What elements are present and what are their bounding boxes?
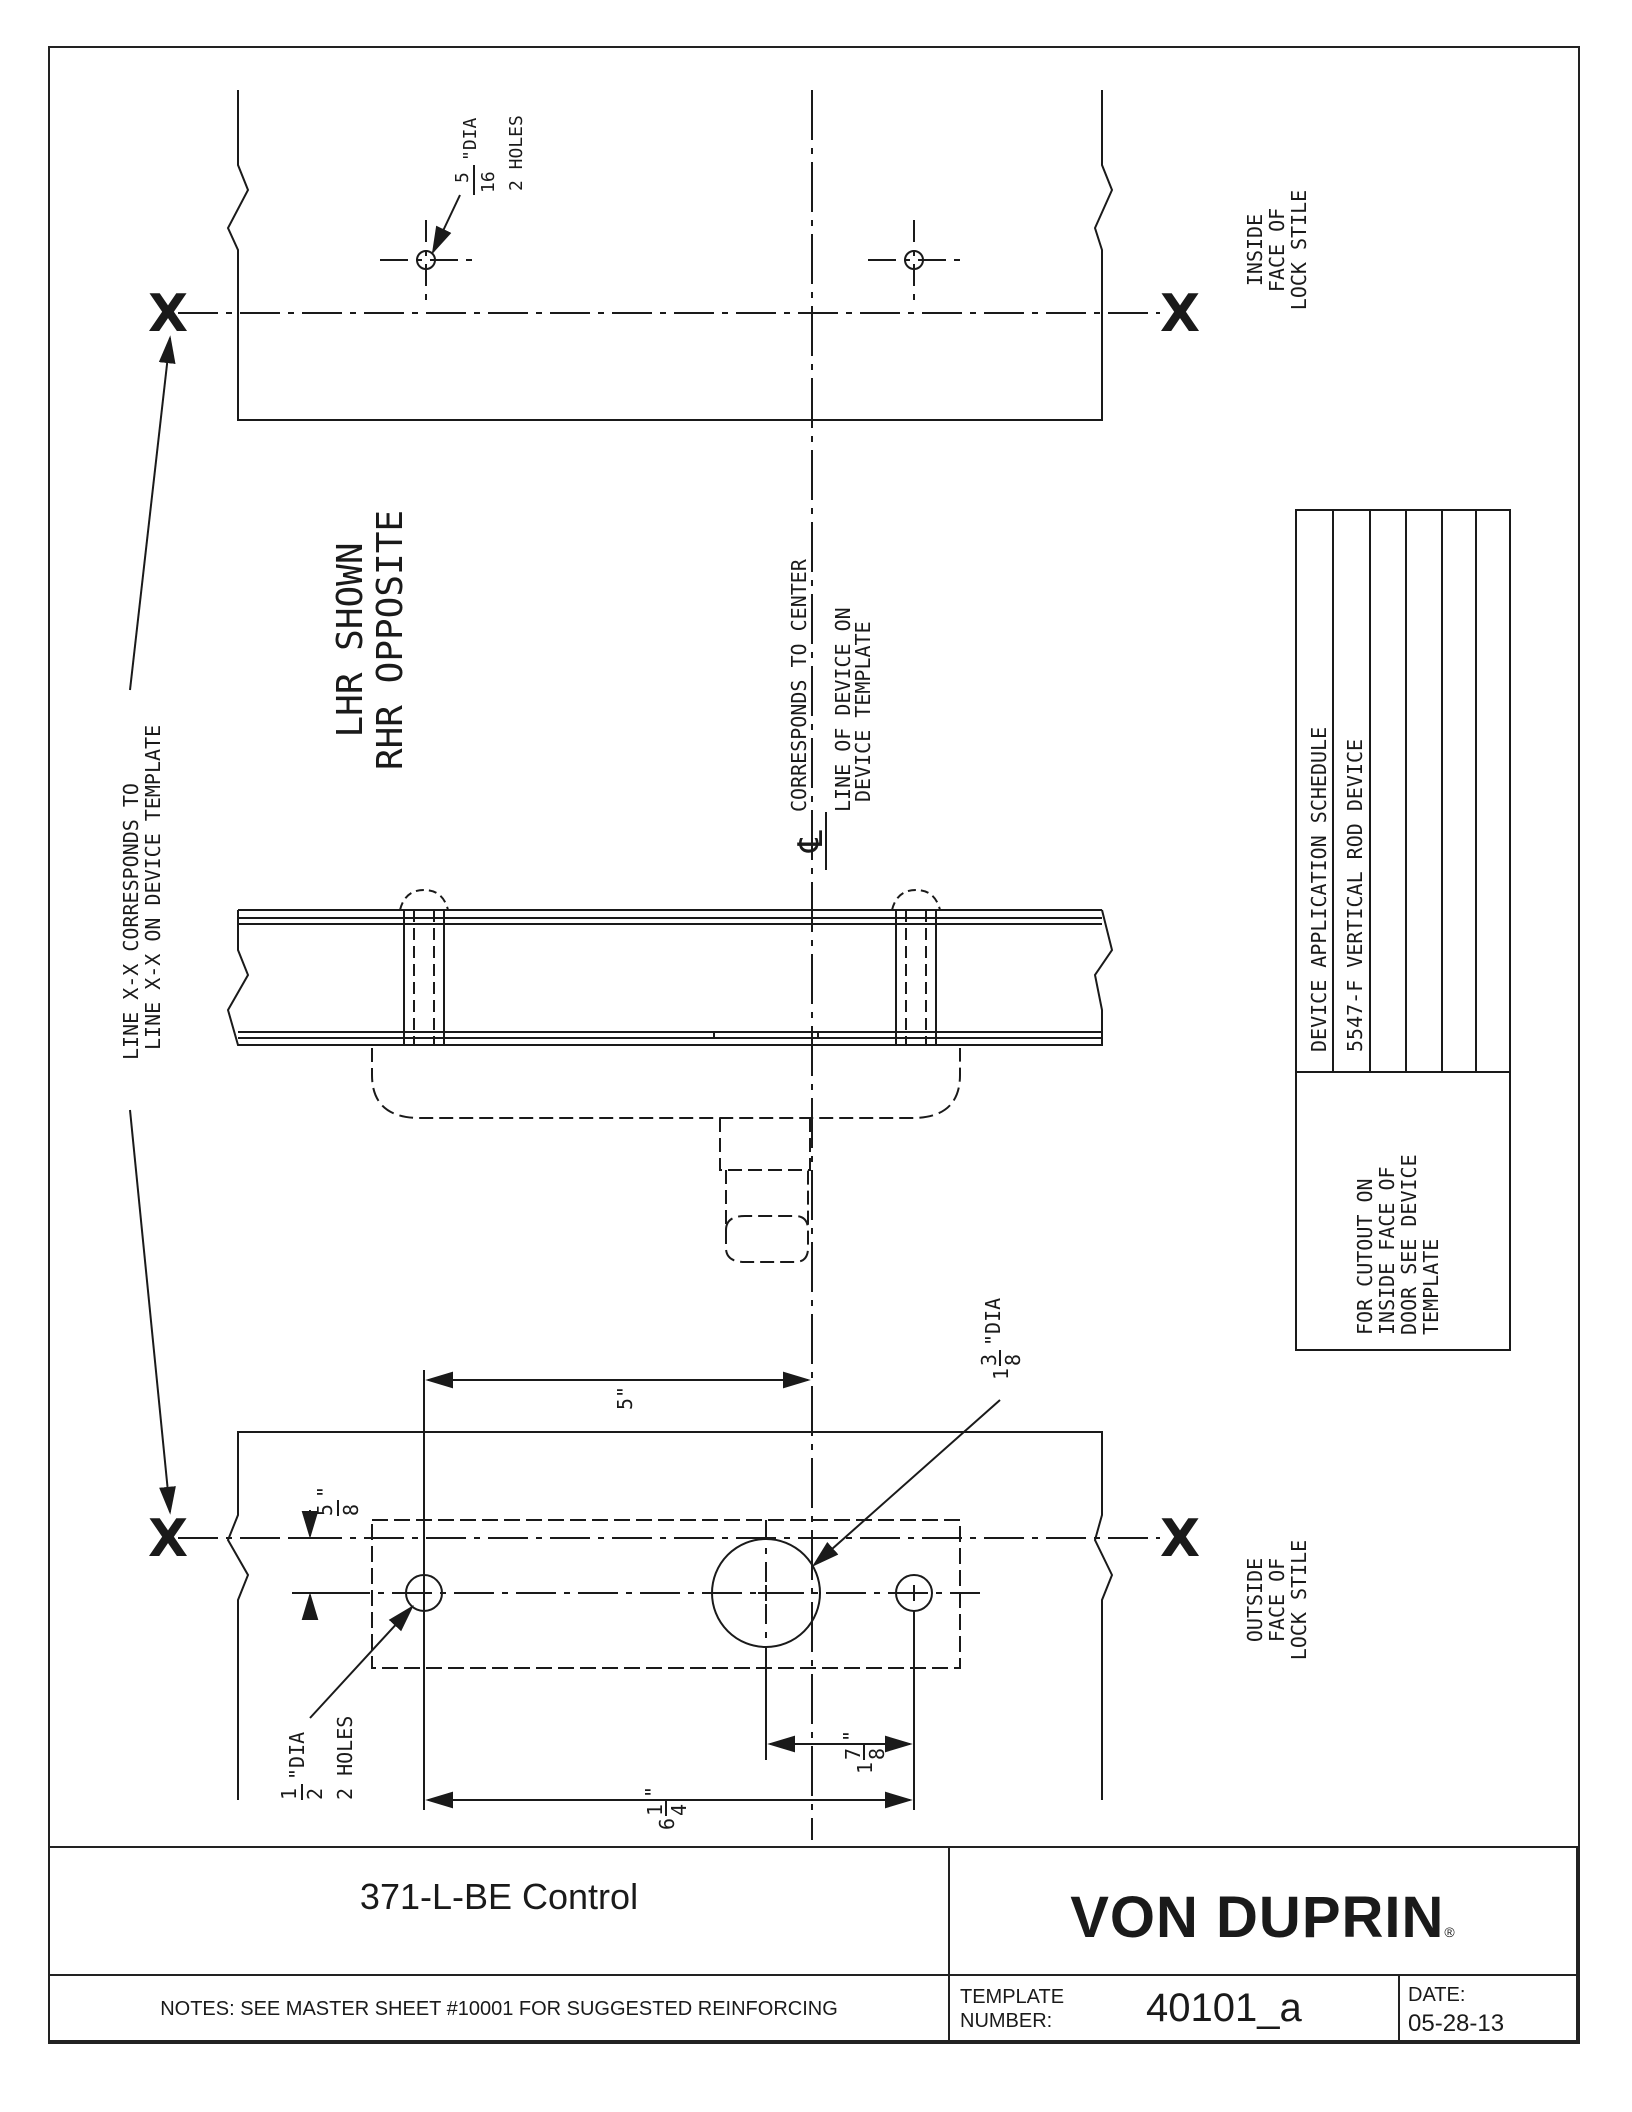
cutout-note-4: TEMPLATE [1419,1239,1443,1335]
big-hole-den: 8 [1001,1354,1025,1366]
centerline-note-3: DEVICE TEMPLATE [851,621,875,802]
x-marker-bottom-left: X [148,1509,188,1569]
big-hole-num: 3 [977,1354,1001,1366]
dim-178-num: 7 [841,1748,865,1760]
template-drawing: X X X X 5 16 "DIA 2 HOLES INSIDE FACE OF… [119,90,1511,1840]
dim-614-num: 1 [643,1804,667,1816]
date-cell: DATE: 05-28-13 [1398,1974,1578,2042]
brand-cell: VON DUPRIN® [948,1846,1578,1976]
cutout-note-2: INSIDE FACE OF [1375,1166,1399,1335]
brand-mark: ® [1444,1924,1456,1940]
outside-face-line-2: FACE OF [1265,1558,1289,1642]
small-hole-den: 2 [303,1788,327,1800]
top-hole-count: 2 HOLES [506,115,527,191]
product-cell: 371-L-BE Control [48,1846,950,1976]
inside-face-line-1: INSIDE [1243,214,1267,286]
offset-den: 8 [339,1504,363,1516]
centerline-symbol: ℄ [791,830,831,853]
application-schedule-table [1295,509,1511,1351]
brand-logo: VON DUPRIN® [950,1884,1576,1951]
top-hole-dia: "DIA [460,117,481,161]
centerline-note-1: CORRESPONDS TO CENTER [787,558,811,812]
top-hole-den: 16 [478,171,499,193]
product-name: 371-L-BE Control [359,1876,639,1917]
small-hole-count: 2 HOLES [333,1716,357,1800]
big-hole-whole: 1 [989,1368,1013,1380]
big-hole-dia: "DIA [981,1298,1005,1346]
dim-614-inch: " [641,1786,665,1798]
inside-face-line-3: LOCK STILE [1287,190,1311,310]
template-label-2: NUMBER: [960,2010,1053,2032]
handing-line-1: LHR SHOWN [330,542,371,737]
x-marker-top-right: X [1160,284,1200,344]
inside-face-line-2: FACE OF [1265,208,1289,292]
x-marker-bottom-right: X [1160,1509,1200,1569]
notes-text: NOTES: SEE MASTER SHEET #10001 FOR SUGGE… [160,1998,838,2020]
dim-614-whole: 6 [655,1818,679,1830]
date-label: DATE: [1408,1984,1466,2006]
dim-614-den: 4 [667,1804,691,1816]
cutout-note-1: FOR CUTOUT ON [1353,1178,1377,1335]
dim-178-inch: " [839,1730,863,1742]
handing-line-2: RHR OPPOSITE [370,510,411,770]
dim-5-label: 5" [613,1386,637,1410]
dim-178-den: 8 [865,1748,889,1760]
small-hole-dia: "DIA [285,1732,309,1780]
cutout-note-3: DOOR SEE DEVICE [1397,1154,1421,1335]
device-section-view [226,888,1114,1263]
template-number-cell: TEMPLATE NUMBER: 40101_a [948,1974,1400,2042]
top-hole-num: 5 [452,172,473,183]
outside-stile-view [178,1370,1160,1810]
notes-cell: NOTES: SEE MASTER SHEET #10001 FOR SUGGE… [48,1974,950,2042]
small-hole-num: 1 [277,1788,301,1800]
offset-unit: " [313,1486,337,1498]
line-xx-note-1: LINE X-X CORRESPONDS TO [119,783,143,1060]
schedule-row-1: 5547-F VERTICAL ROD DEVICE [1343,739,1367,1052]
dim-178-whole: 1 [853,1762,877,1774]
offset-num: 5 [313,1504,337,1516]
inside-stile-view [178,90,1160,421]
date-value: 05-28-13 [1408,2010,1505,2037]
template-label-1: TEMPLATE [960,1986,1065,2008]
centerline-note-2: LINE OF DEVICE ON [831,607,855,812]
line-xx-note-2: LINE X-X ON DEVICE TEMPLATE [141,725,165,1050]
outside-face-line-3: LOCK STILE [1287,1540,1311,1660]
sheet-border [48,46,1580,2044]
template-number: 40101_a [1146,1986,1302,2030]
schedule-title: DEVICE APPLICATION SCHEDULE [1307,727,1331,1052]
outside-face-line-1: OUTSIDE [1243,1558,1267,1642]
x-marker-top-left: X [148,284,188,344]
brand-name: VON DUPRIN [1070,1885,1445,1950]
